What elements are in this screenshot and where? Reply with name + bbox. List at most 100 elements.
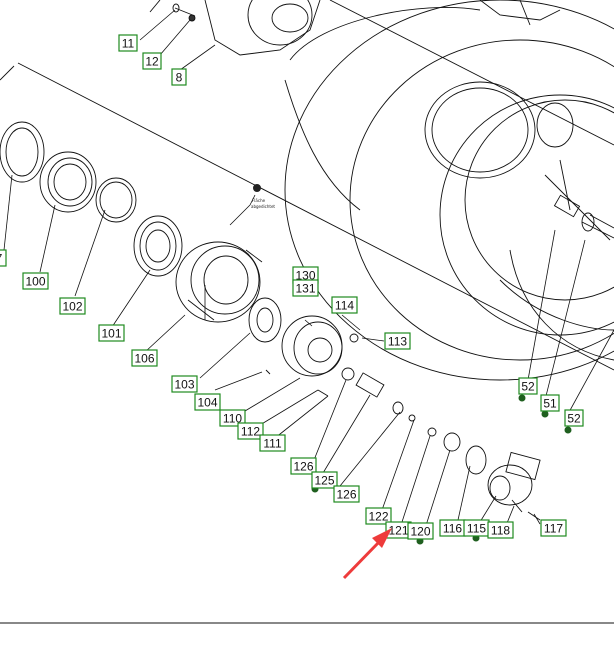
bearing-housing-106 — [175, 241, 263, 323]
leader-lines — [3, 9, 614, 539]
callout-103: 103 — [171, 375, 198, 393]
callout-number: 103 — [174, 378, 194, 392]
callout-number: 112 — [241, 425, 260, 439]
callout-number: 122 — [368, 510, 388, 524]
bearing-100 — [39, 151, 97, 213]
callout-box — [540, 394, 560, 412]
callout-131: 131 — [292, 279, 319, 297]
pointer-arrow — [342, 528, 392, 580]
callout-box — [331, 296, 358, 314]
callout-number: 126 — [293, 460, 313, 474]
callout-number: 111 — [263, 437, 282, 451]
gasket-103 — [248, 297, 282, 343]
callout-number: 116 — [443, 522, 462, 536]
ring-102 — [95, 177, 137, 223]
callout-box — [518, 377, 538, 395]
callout-112: 112 — [237, 422, 264, 440]
callout-11: 11 — [118, 34, 138, 52]
top-bolts — [172, 3, 196, 22]
note-marker: L — [256, 186, 259, 192]
callout-121: 121 — [385, 521, 412, 539]
callout-number: 102 — [62, 300, 82, 314]
callout-110: 110 — [219, 409, 246, 427]
callout-111: 111 — [259, 434, 286, 452]
callout-box — [171, 68, 187, 86]
callout-box — [365, 507, 392, 525]
callout-number: 117 — [544, 522, 563, 536]
drum-housing — [284, 0, 614, 381]
callout-box — [290, 457, 317, 475]
callout-number: 8 — [176, 71, 183, 85]
callout-number: 100 — [25, 275, 45, 289]
callout-114: 114 — [331, 296, 358, 314]
callout-box — [0, 249, 7, 267]
callout-52: 52 — [518, 377, 538, 395]
callout-box — [194, 393, 221, 411]
callout-box — [98, 324, 125, 342]
callout-number: 52 — [567, 412, 581, 426]
callout-box — [540, 519, 567, 537]
callout-number: 120 — [410, 525, 430, 539]
callout-number: 131 — [295, 282, 315, 296]
callout-number: 113 — [388, 335, 407, 349]
callout-120: 120 — [407, 522, 434, 540]
callout-115: 115 — [463, 519, 490, 537]
callout-number: 110 — [223, 412, 242, 426]
callout-12: 12 — [142, 52, 162, 70]
drive-shaft — [553, 194, 614, 239]
callout-number: 114 — [335, 299, 354, 313]
seal-ring-7 — [0, 121, 45, 183]
callout-box — [333, 485, 360, 503]
callout-number: 52 — [521, 380, 535, 394]
callout-box — [22, 272, 49, 290]
callout-box — [311, 471, 338, 489]
callout-box — [487, 521, 514, 539]
callout-102: 102 — [59, 297, 86, 315]
callout-125: 125 — [311, 471, 338, 489]
callout-number: 115 — [467, 522, 486, 536]
callout-box — [59, 297, 86, 315]
callout-101: 101 — [98, 324, 125, 342]
callout-labels: 1112871001021011061301311141131031041101… — [0, 34, 584, 540]
callout-104: 104 — [194, 393, 221, 411]
callout-126: 126 — [333, 485, 360, 503]
gear-motor-115 — [487, 451, 541, 521]
frame-line — [17, 62, 614, 371]
callout-number: 51 — [543, 397, 557, 411]
callout-117: 117 — [540, 519, 567, 537]
callout-box — [384, 332, 411, 350]
callout-number: 106 — [134, 352, 154, 366]
callout-52: 52 — [564, 409, 584, 427]
callout-box — [118, 34, 138, 52]
callout-118: 118 — [487, 521, 514, 539]
callout-box — [407, 522, 434, 540]
callout-box — [237, 422, 264, 440]
callout-box — [171, 375, 198, 393]
callout-122: 122 — [365, 507, 392, 525]
callout-number: 118 — [491, 524, 510, 538]
cover-110 — [281, 315, 343, 377]
callout-126: 126 — [290, 457, 317, 475]
note-line-1: Fläche — [252, 198, 266, 203]
callout-113: 113 — [384, 332, 411, 350]
page-bottom-rule — [0, 622, 614, 624]
callout-number: 104 — [197, 396, 217, 410]
frame-line — [149, 0, 161, 13]
callout-number: 121 — [388, 524, 408, 538]
callout-8: 8 — [171, 68, 187, 86]
callout-box — [219, 409, 246, 427]
callout-number: 11 — [122, 37, 135, 51]
callout-number: 130 — [295, 269, 315, 283]
callout-7: 7 — [0, 249, 7, 267]
callout-number: 101 — [101, 327, 121, 341]
callout-number: 7 — [0, 252, 3, 266]
callout-box — [292, 279, 319, 297]
callout-106: 106 — [131, 349, 158, 367]
callout-number: 125 — [314, 474, 334, 488]
callout-box — [259, 434, 286, 452]
motor-housing — [204, 0, 561, 56]
callout-box — [142, 52, 162, 70]
axis-parts — [265, 333, 487, 475]
bearing-101 — [133, 215, 183, 277]
